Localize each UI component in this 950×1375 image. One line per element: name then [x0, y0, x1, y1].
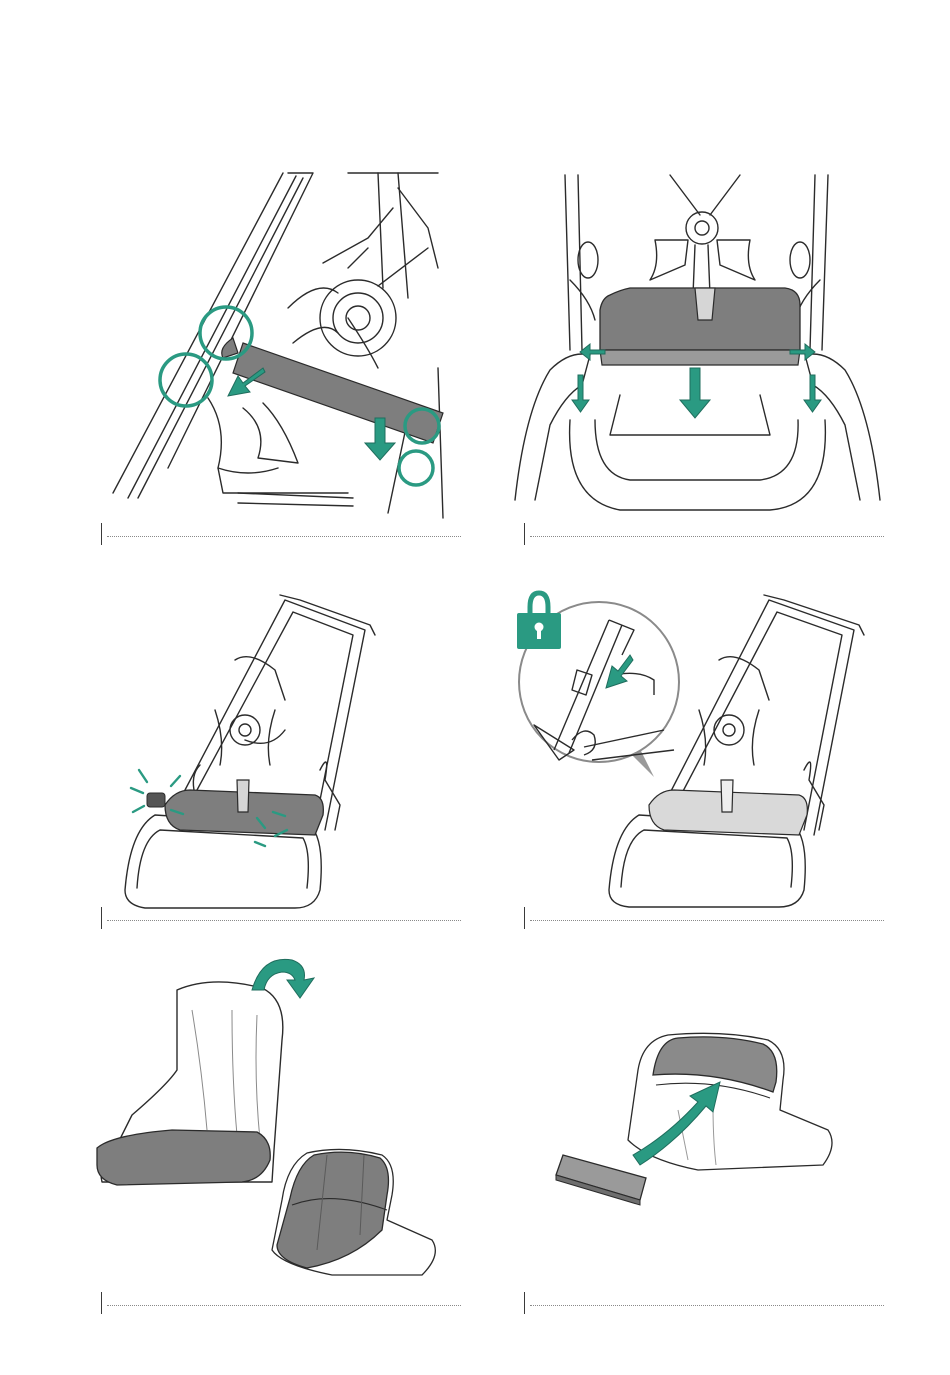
stroller-seat-front-view-drawing: [510, 170, 885, 515]
step-2-illustration: [510, 170, 885, 515]
step-4-illustration: [514, 585, 874, 910]
seat-cover-flip-drawing: [92, 950, 442, 1280]
step-3-divider: [101, 907, 461, 929]
padlock-icon: [517, 593, 561, 649]
step-4-divider: [524, 907, 884, 929]
step-6-illustration: [548, 1030, 838, 1225]
stroller-seat-click-drawing: [125, 590, 400, 910]
stroller-seat-bar-removal-drawing: [108, 168, 458, 518]
step-1-illustration: [108, 168, 458, 518]
step-2-divider: [524, 523, 884, 545]
arrow-down-icon: [680, 368, 710, 418]
step-5-illustration: [92, 950, 442, 1280]
step-1-divider: [101, 523, 461, 545]
stroller-seat-lock-drawing: [514, 585, 874, 910]
seat-insert-drawing: [548, 1030, 838, 1225]
step-3-illustration: [125, 590, 400, 910]
step-6-divider: [524, 1292, 884, 1314]
step-5-divider: [101, 1292, 461, 1314]
